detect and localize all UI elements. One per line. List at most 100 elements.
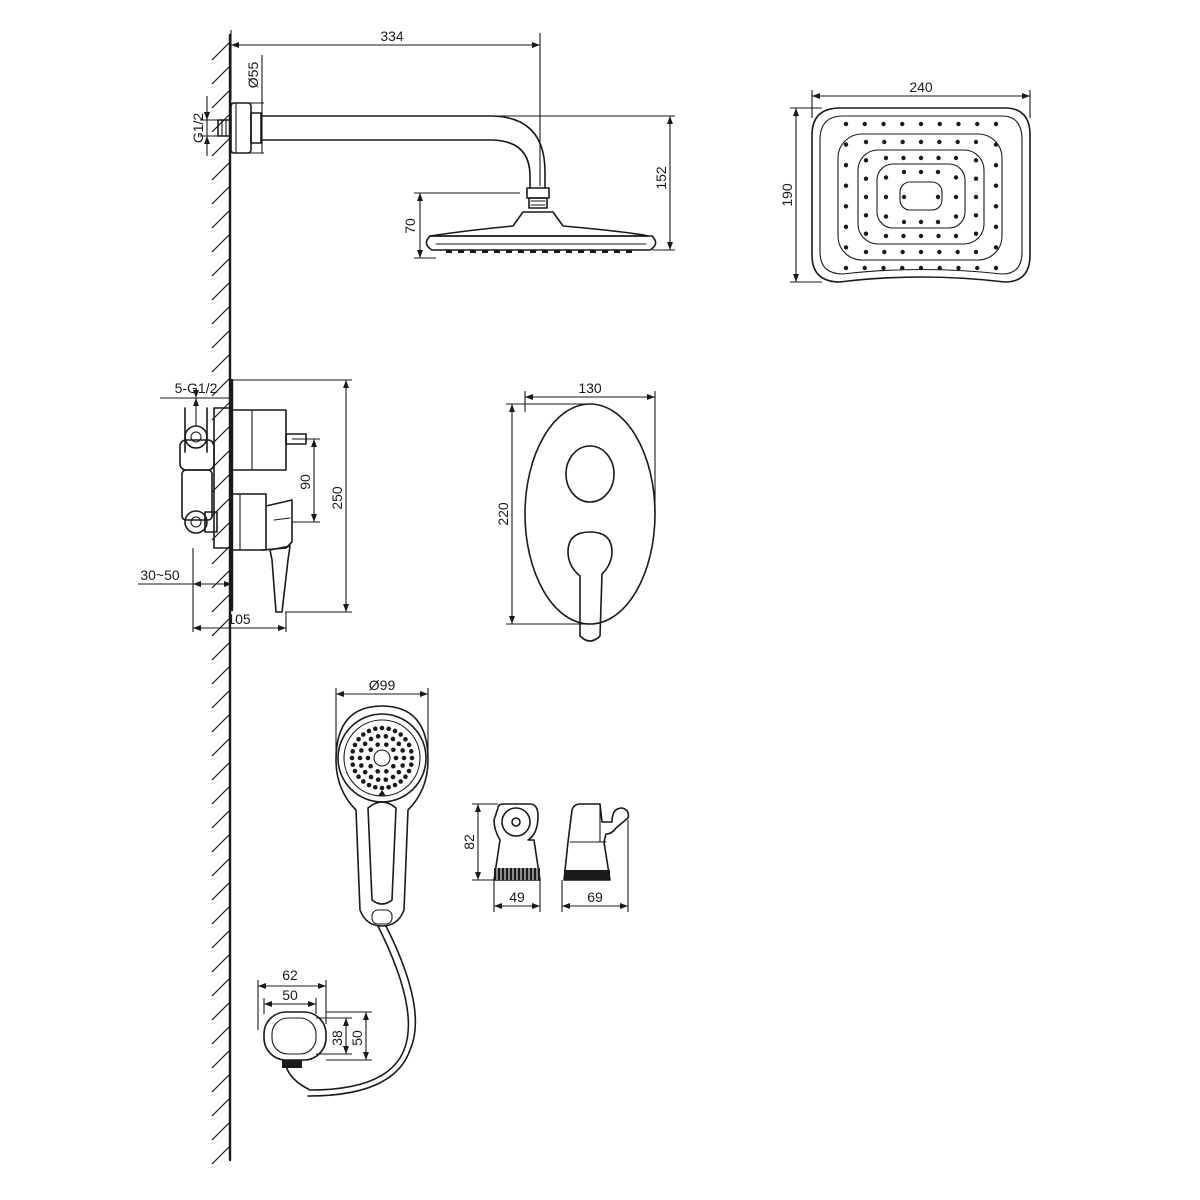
nozzle-dot (863, 194, 869, 200)
hatch-line (211, 257, 231, 277)
nozzle-dot (918, 121, 924, 127)
hatch-line (211, 857, 231, 877)
hatch-line (211, 809, 231, 829)
nozzle-dot (900, 121, 905, 127)
nozzle-dot (953, 194, 959, 200)
nozzle-dot (408, 762, 414, 767)
hatch-line (211, 1097, 231, 1117)
shower-arm-side-view (217, 102, 657, 253)
nozzle-dot (937, 139, 942, 145)
hatch-line (211, 377, 231, 397)
holder-front-view (493, 803, 541, 881)
nozzle (458, 250, 464, 253)
nozzle-dot (936, 155, 941, 161)
nozzle-dot (384, 769, 389, 774)
dim-label-plate-width: 130 (578, 380, 602, 396)
hatch-line (211, 497, 231, 517)
dim-label-head-width: 240 (909, 79, 933, 95)
dimension-82: 82 (461, 803, 498, 881)
dimension-69: 69 (561, 820, 629, 912)
dim-label-valve-height: 250 (329, 486, 345, 510)
dim-label-elbow-outer: 62 (282, 967, 298, 983)
hatch-line (211, 1049, 231, 1069)
nozzle-dot (375, 777, 381, 782)
nozzle (506, 250, 512, 253)
hatch-line (211, 521, 231, 541)
nozzle-dot (390, 774, 396, 780)
hatch-line (211, 761, 231, 781)
nozzle (494, 250, 500, 253)
nozzle-dot (386, 784, 391, 790)
nozzle-dot (883, 194, 889, 200)
wall (211, 33, 232, 1165)
dim-label-holder-height: 82 (461, 834, 477, 850)
head-nozzle-row (446, 250, 632, 253)
valve-front-plate (524, 403, 656, 642)
hatch-line (211, 233, 231, 253)
wall-hatching (211, 41, 231, 1165)
dim-label-valve-projection: 105 (227, 611, 251, 627)
nozzle-dot (384, 742, 389, 747)
dim-label-arm-drop: 152 (653, 166, 669, 190)
nozzle (482, 250, 488, 253)
hatch-line (211, 569, 231, 589)
nozzle-dot (350, 749, 356, 754)
nozzle-dot (356, 774, 361, 780)
dimension-220: 220 (495, 403, 590, 625)
nozzle-dot (360, 779, 366, 784)
nozzle-dot (901, 233, 906, 239)
nozzle-dot (362, 741, 368, 747)
dim-label-holder-width: 49 (509, 889, 525, 905)
hatch-line (211, 401, 231, 421)
hatch-line (211, 1145, 231, 1165)
dim-label-inlet-thread: 5-G1/2 (175, 380, 218, 396)
nozzle-dot (352, 768, 358, 774)
nozzle-dot (863, 176, 869, 181)
nozzle-dot (918, 219, 924, 225)
nozzle-dot (993, 224, 999, 230)
dim-label-head-height: 70 (402, 218, 418, 234)
nozzle-dot (901, 169, 907, 175)
nozzle-dot (863, 231, 869, 236)
nozzle-dot (953, 214, 959, 219)
nozzle-dot (352, 742, 358, 748)
hatch-line (211, 41, 231, 61)
dim-label-install-depth: 30~50 (140, 567, 180, 583)
dimension-50-width: 50 (263, 987, 317, 1014)
dimension-5g12: 5-G1/2 (160, 380, 232, 426)
nozzle-dot (918, 249, 924, 255)
hatch-line (211, 617, 231, 637)
nozzle-dot (936, 233, 941, 239)
nozzle-dot (373, 726, 378, 732)
nozzle-dot (883, 155, 889, 161)
nozzle-dot (379, 785, 385, 791)
nozzle-dot (882, 249, 887, 255)
nozzle-dot (953, 233, 959, 239)
nozzle (554, 250, 560, 253)
nozzle-dot (953, 155, 959, 161)
nozzle-dot (881, 121, 886, 127)
nozzle-dot (862, 121, 867, 127)
nozzle-dot (993, 204, 999, 209)
nozzle-dot (356, 736, 361, 742)
dimension-334: 334 (230, 28, 541, 186)
hatch-line (211, 329, 231, 349)
dimension-g12: G1/2 (190, 96, 230, 156)
hatch-line (211, 89, 231, 109)
nozzle-dot (863, 139, 869, 145)
hatch-line (211, 305, 231, 325)
dimension-130: 130 (524, 380, 656, 512)
nozzle-dot (392, 728, 398, 734)
nozzle-dot (383, 777, 389, 782)
nozzle-dot (862, 265, 867, 271)
nozzle-dot (390, 736, 396, 742)
nozzle-dot (396, 741, 402, 747)
nozzle-dot (383, 734, 389, 739)
nozzle-dot (366, 728, 372, 734)
hatch-line (211, 137, 231, 157)
hand-shower-nozzles (349, 725, 415, 791)
nozzle-dot (993, 183, 999, 188)
hatch-line (211, 353, 231, 373)
nozzle-dot (918, 265, 924, 271)
nozzle-dot (882, 139, 887, 145)
